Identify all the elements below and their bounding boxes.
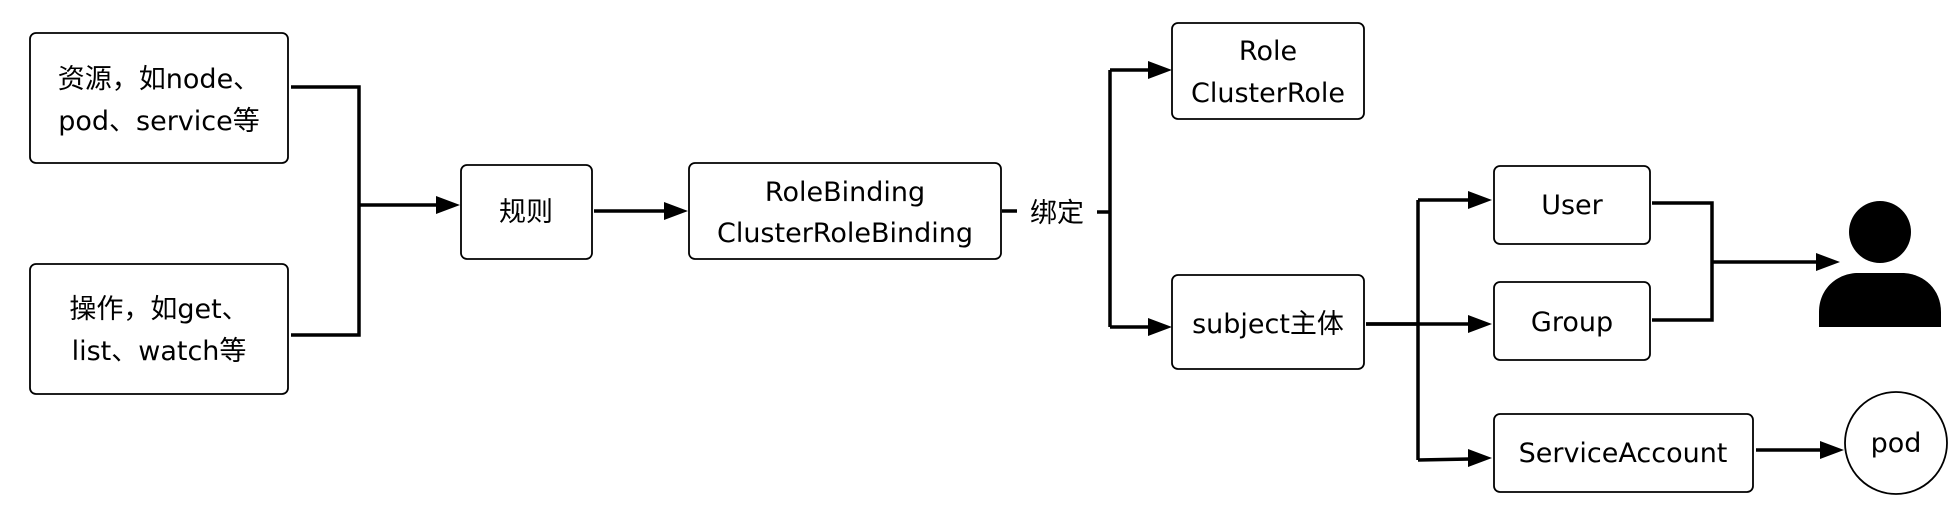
group-label: Group xyxy=(1531,307,1613,338)
bind-label: 绑定 xyxy=(1030,198,1084,229)
rules-label: 规则 xyxy=(499,197,553,228)
resources-line-1: 资源，如node、 xyxy=(58,64,260,95)
arrow-to-pod xyxy=(1820,441,1844,459)
role-line-1: Role xyxy=(1239,36,1297,67)
user-label: User xyxy=(1541,190,1603,221)
connector-split-to-service-account xyxy=(1417,457,1471,462)
role-binding-box: RoleBinding ClusterRoleBinding xyxy=(688,162,1002,260)
role-line-2: ClusterRole xyxy=(1191,78,1345,109)
arrow-to-binding xyxy=(664,202,688,220)
connector-group-to-person xyxy=(1652,262,1714,322)
arrow-to-person xyxy=(1816,253,1840,271)
subject-label: subject主体 xyxy=(1192,309,1344,340)
pod-circle: pod xyxy=(1844,391,1948,495)
subject-box: subject主体 xyxy=(1171,274,1365,370)
rules-box: 规则 xyxy=(460,164,593,260)
connector-resources xyxy=(291,85,361,205)
pod-label: pod xyxy=(1871,428,1922,459)
arrow-to-rules xyxy=(436,196,460,214)
user-box: User xyxy=(1493,165,1651,245)
connector-user-to-person xyxy=(1652,201,1714,262)
operations-line-2: list、watch等 xyxy=(72,336,247,367)
arrow-to-group xyxy=(1468,315,1492,333)
arrow-to-user xyxy=(1468,191,1492,209)
resources-line-2: pod、service等 xyxy=(58,106,260,137)
connectors xyxy=(291,61,1844,467)
operations-box: 操作，如get、 list、watch等 xyxy=(29,263,289,395)
person-icon xyxy=(1819,201,1941,327)
resources-box: 资源，如node、 pod、service等 xyxy=(29,32,289,164)
arrow-to-subject xyxy=(1148,318,1172,336)
operations-line-1: 操作，如get、 xyxy=(69,294,248,325)
arrow-to-role xyxy=(1148,61,1172,79)
connector-operations xyxy=(291,205,361,337)
role-binding-line-1: RoleBinding xyxy=(765,177,925,208)
service-account-box: ServiceAccount xyxy=(1493,413,1754,493)
role-box: Role ClusterRole xyxy=(1171,22,1365,120)
service-account-label: ServiceAccount xyxy=(1519,438,1728,469)
group-box: Group xyxy=(1493,281,1651,361)
arrow-to-service-account xyxy=(1468,449,1492,467)
role-binding-line-2: ClusterRoleBinding xyxy=(717,218,973,249)
